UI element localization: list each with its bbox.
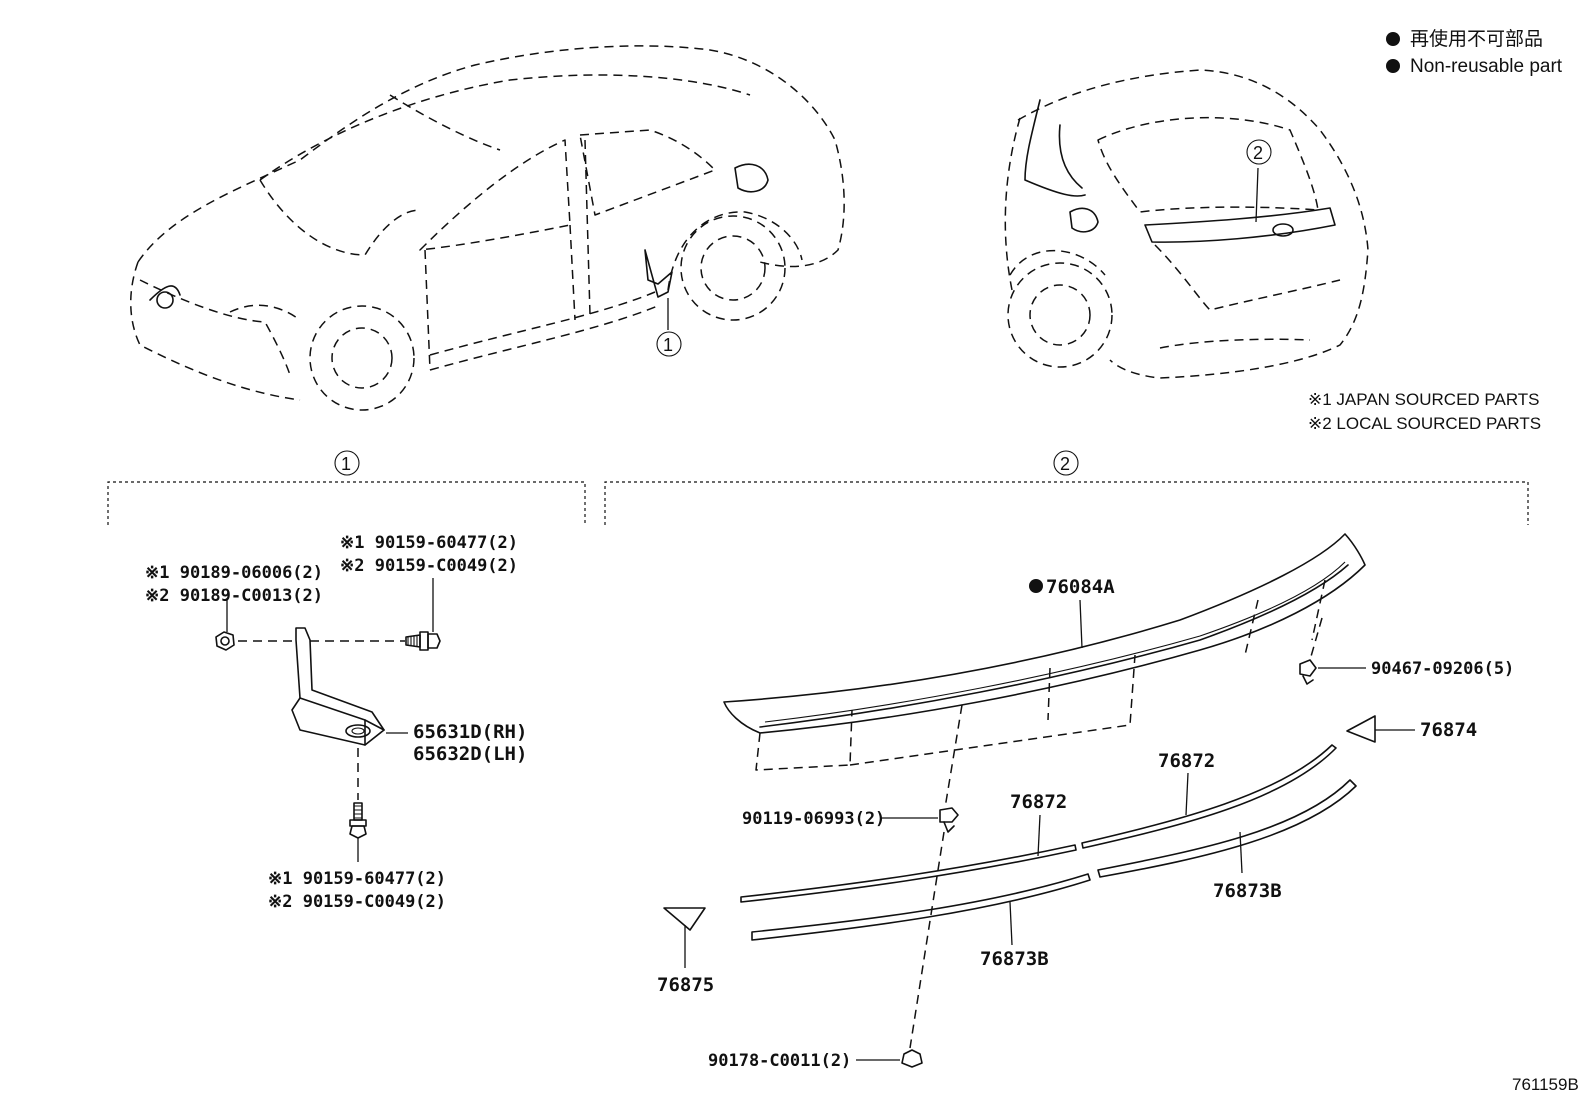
- group1-bracket: 1: [107, 450, 586, 525]
- bolt-icon: [405, 631, 441, 651]
- figure-id: 761159B: [1512, 1075, 1579, 1094]
- bolt-icon: [349, 802, 367, 839]
- label-90189-C0013: ※2 90189-C0013(2): [145, 586, 323, 606]
- callout-two-top: 2: [1246, 139, 1272, 165]
- group1-callout-label: 1: [341, 454, 351, 474]
- label-90119-06993: 90119-06993(2): [742, 809, 885, 829]
- label-90189-06006: ※1 90189-06006(2): [145, 563, 323, 583]
- nut-icon: [215, 631, 235, 651]
- label-76872-left: 76872: [1010, 791, 1067, 813]
- label-76875: 76875: [657, 974, 714, 996]
- legend-jp-text: 再使用不可部品: [1410, 28, 1543, 50]
- label-76873B-left: 76873B: [980, 948, 1049, 970]
- label-76872-right: 76872: [1158, 750, 1215, 772]
- label-90178-C0011: 90178-C0011(2): [708, 1051, 851, 1071]
- label-90159-C0049-bottom: ※2 90159-C0049(2): [268, 892, 446, 912]
- label-90159-C0049-top: ※2 90159-C0049(2): [340, 556, 518, 576]
- car-side-view: [130, 45, 845, 411]
- clip-icon: [1299, 659, 1317, 685]
- garnish-strip-icon: [740, 744, 1337, 903]
- label-76873B-right: 76873B: [1213, 880, 1282, 902]
- clip-icon: [939, 807, 959, 833]
- label-90159-60477-bottom: ※1 90159-60477(2): [268, 869, 446, 889]
- non-reusable-dot-icon: [1386, 59, 1400, 73]
- mudguard-bracket-icon: [291, 627, 385, 746]
- non-reusable-dot-icon: [1029, 579, 1043, 593]
- callout-one-label: 1: [663, 335, 673, 355]
- car-rear-view: [1004, 69, 1369, 379]
- rear-spoiler-icon: [723, 533, 1366, 771]
- label-76874: 76874: [1420, 719, 1477, 741]
- tape-triangle-icon: [663, 907, 706, 931]
- label-90159-60477-top: ※1 90159-60477(2): [340, 533, 518, 553]
- callout-two-label: 2: [1253, 143, 1263, 163]
- group2-callout-label: 2: [1060, 454, 1070, 474]
- label-65631D-RH: 65631D(RH): [413, 721, 527, 743]
- legend-en-text: Non-reusable part: [1410, 56, 1563, 77]
- label-76084A: 76084A: [1046, 576, 1115, 598]
- group1-parts: ※1 90189-06006(2) ※2 90189-C0013(2) ※1 9…: [145, 533, 527, 912]
- label-65632D-LH: 65632D(LH): [413, 743, 527, 765]
- note-local-sourced: ※2 LOCAL SOURCED PARTS: [1308, 414, 1541, 433]
- group2-parts: 76084A 90467-09206(5) 76874 76872 76872 …: [657, 533, 1514, 1071]
- note-japan-sourced: ※1 JAPAN SOURCED PARTS: [1308, 390, 1540, 409]
- legend: 再使用不可部品 Non-reusable part: [1386, 28, 1563, 77]
- non-reusable-dot-icon: [1386, 32, 1400, 46]
- clip-icon: [901, 1049, 923, 1068]
- tape-triangle-icon: [1346, 715, 1376, 743]
- group2-bracket: 2: [604, 450, 1529, 525]
- callout-one-top: 1: [656, 331, 682, 357]
- label-90467-09206: 90467-09206(5): [1371, 659, 1514, 679]
- garnish-strip-lower-icon: [751, 779, 1357, 941]
